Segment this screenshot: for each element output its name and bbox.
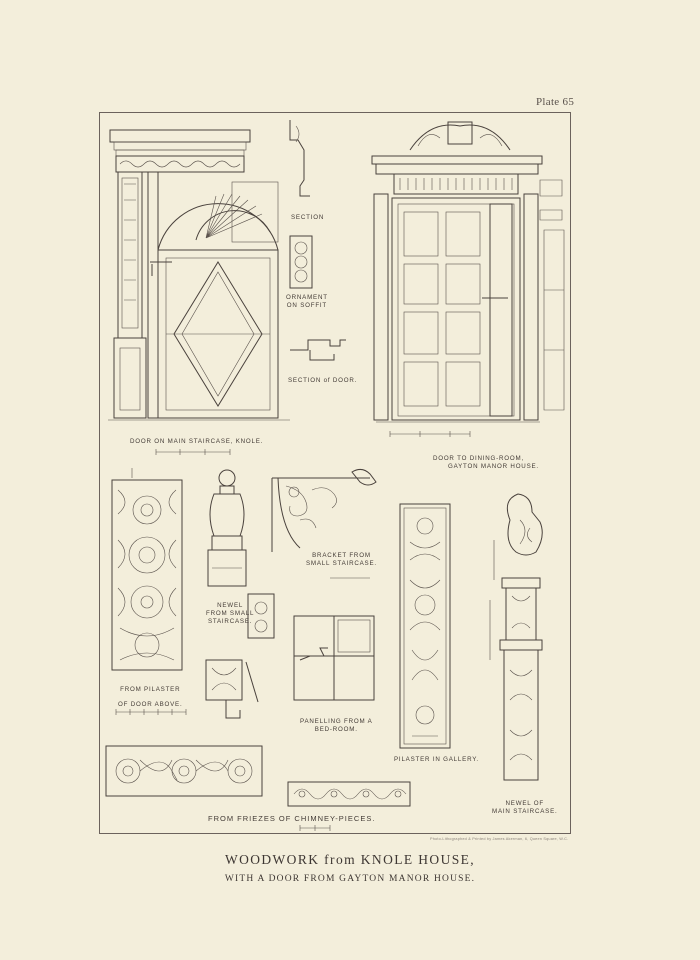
caption-newel-small: NEWEL FROM SMALL STAIRCASE. [206, 602, 254, 625]
caption-line: PANELLING FROM A [300, 718, 373, 725]
panelling-drawing [293, 615, 375, 701]
caption-pilaster-gallery: PILASTER IN GALLERY. [394, 756, 479, 763]
gayton-door-drawing [371, 121, 565, 437]
knole-door-drawing [108, 120, 346, 455]
caption-line: ORNAMENT [286, 294, 328, 301]
caption-line: SMALL STAIRCASE. [306, 559, 377, 567]
caption-friezes: FROM FRIEZES OF CHIMNEY-PIECES. [208, 814, 376, 823]
plate-frame [99, 112, 571, 834]
lithographer-note: Photo-Lithographed & Printed by James Ak… [430, 837, 569, 841]
caption-newel-main: NEWEL OF MAIN STAIRCASE. [492, 800, 558, 816]
bracket-drawing [271, 468, 377, 579]
main-newel-drawing [489, 493, 543, 781]
caption-line: OF DOOR ABOVE. [118, 700, 183, 708]
caption-line: NEWEL OF [505, 800, 545, 807]
plate-number: Plate 65 [536, 96, 575, 108]
caption-line: STAIRCASE. [207, 617, 253, 625]
small-newel-drawing [205, 469, 275, 719]
caption-section-of-door: SECTION of DOOR. [288, 377, 358, 384]
caption-line: NEWEL [217, 602, 244, 609]
caption-bracket: BRACKET FROM SMALL STAIRCASE. [306, 552, 377, 568]
caption-line: DOOR TO DINING-ROOM, [432, 455, 524, 462]
caption-line: BED-ROOM. [314, 725, 358, 733]
caption-section: SECTION [291, 214, 325, 221]
caption-line: GAYTON MANOR HOUSE. [448, 462, 539, 470]
caption-ornament-on-soffit: ORNAMENT ON SOFFIT [286, 294, 328, 310]
caption-panelling: PANELLING FROM A BED-ROOM. [300, 718, 373, 734]
caption-gayton-door: DOOR TO DINING-ROOM, GAYTON MANOR HOUSE. [418, 455, 539, 471]
caption-line: FROM PILASTER [120, 686, 181, 693]
caption-line: ON SOFFIT [286, 301, 327, 309]
caption-pilaster: FROM PILASTER OF DOOR ABOVE. [118, 686, 183, 709]
pilaster-ornament-drawing [111, 468, 187, 715]
plate-subtitle: WITH A DOOR FROM GAYTON MANOR HOUSE. [224, 874, 476, 884]
caption-line: MAIN STAIRCASE. [492, 807, 558, 815]
plate-title: WOODWORK from KNOLE HOUSE, [224, 852, 476, 867]
gallery-pilaster-drawing [399, 503, 451, 749]
friezes-drawing [105, 745, 411, 831]
caption-knole-door: DOOR ON MAIN STAIRCASE, KNOLE. [130, 438, 264, 445]
caption-line: BRACKET FROM [312, 552, 371, 559]
caption-line: FROM SMALL [206, 609, 255, 617]
